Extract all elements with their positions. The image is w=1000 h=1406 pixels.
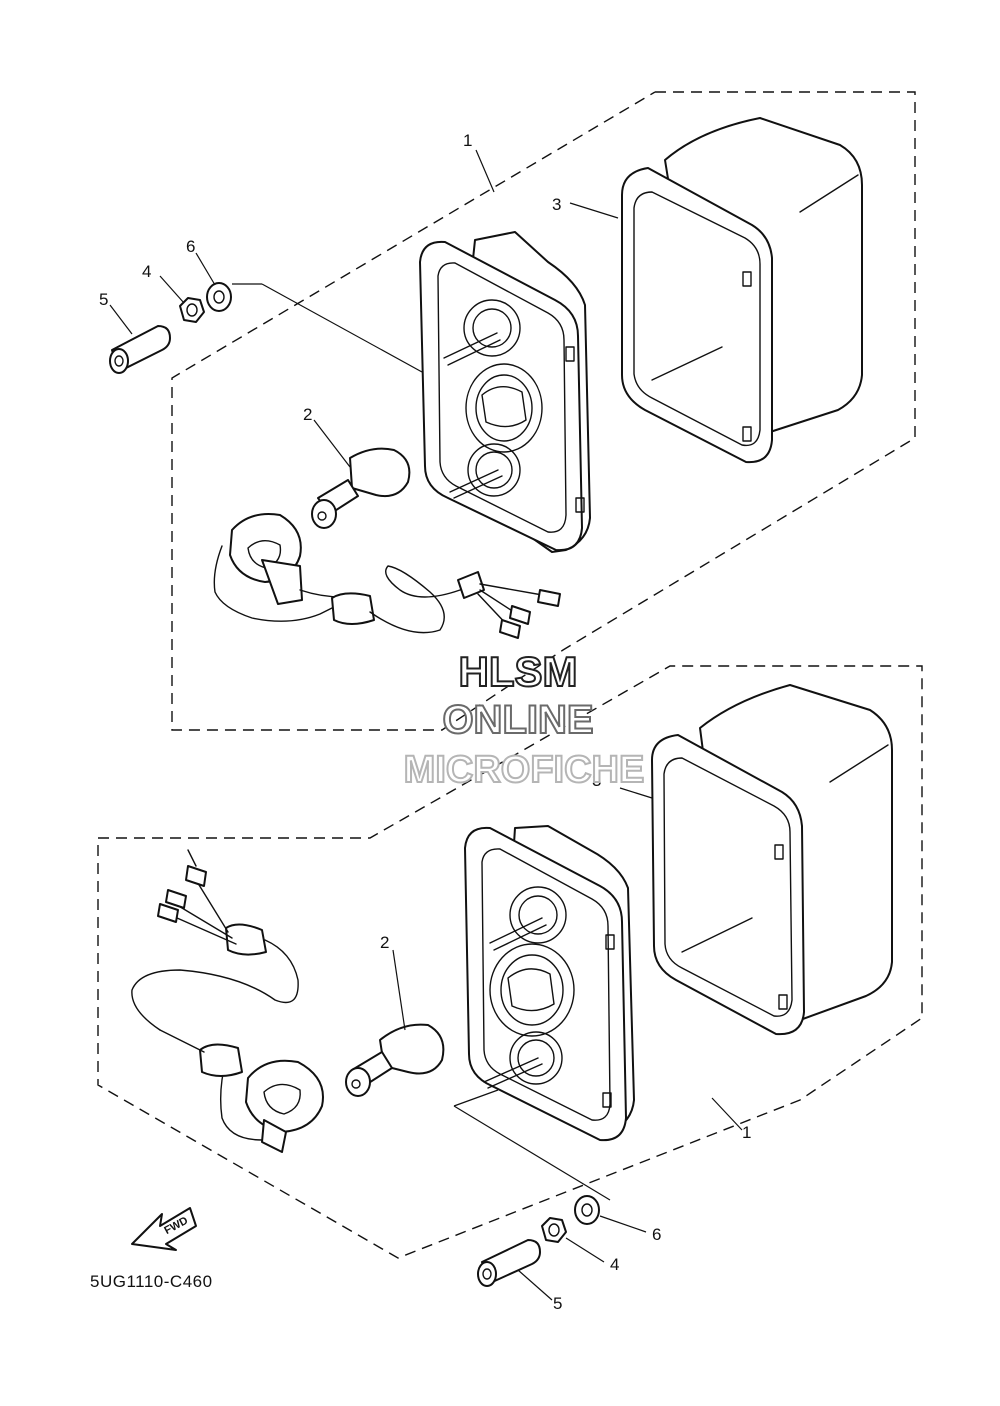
watermark: HLSM ONLINE MICROFICHE — [403, 647, 646, 792]
upper-bulb-part-2 — [311, 447, 411, 529]
watermark-line-1: HLSM — [459, 648, 578, 695]
upper-assembly: 1 2 3 4 5 6 — [99, 91, 916, 731]
lower-callout-3: 3 — [592, 771, 601, 790]
upper-callout-2: 2 — [303, 405, 312, 424]
diagram-code: 5UG1110-C460 — [90, 1272, 213, 1291]
upper-boundary — [171, 91, 916, 731]
upper-lens-part-3 — [621, 117, 863, 464]
lower-callout-4: 4 — [610, 1255, 619, 1274]
upper-hardware — [109, 282, 232, 374]
lower-callout-5: 5 — [553, 1294, 562, 1313]
upper-leaders — [109, 149, 619, 468]
upper-callout-4: 4 — [142, 262, 151, 281]
forward-arrow-icon: FWD — [131, 1207, 197, 1251]
lower-housing — [464, 825, 635, 1142]
lower-assembly: 1 2 3 4 5 6 — [97, 665, 923, 1313]
lower-callout-1: 1 — [742, 1123, 751, 1142]
lower-lens-part-3 — [651, 684, 893, 1036]
upper-callout-5: 5 — [99, 290, 108, 309]
upper-callout-1: 1 — [463, 131, 472, 150]
lower-washer-part-6 — [574, 1195, 600, 1225]
upper-washer-part-6 — [206, 282, 232, 312]
lower-callout-6: 6 — [652, 1225, 661, 1244]
upper-callout-6: 6 — [186, 237, 195, 256]
upper-nut-part-4 — [179, 297, 205, 323]
lower-leaders — [392, 787, 743, 1301]
lower-callout-2: 2 — [380, 933, 389, 952]
lower-boundary — [97, 665, 923, 1259]
upper-callout-3: 3 — [552, 195, 561, 214]
upper-socket-harness — [213, 513, 561, 639]
watermark-line-3: MICROFICHE — [404, 749, 645, 791]
upper-housing — [419, 231, 591, 553]
lower-hardware — [477, 1195, 600, 1287]
lower-nut-part-4 — [541, 1217, 567, 1243]
lower-bulb-part-2 — [345, 1023, 445, 1097]
watermark-line-2: ONLINE — [442, 698, 593, 742]
lower-socket-harness — [131, 849, 324, 1153]
